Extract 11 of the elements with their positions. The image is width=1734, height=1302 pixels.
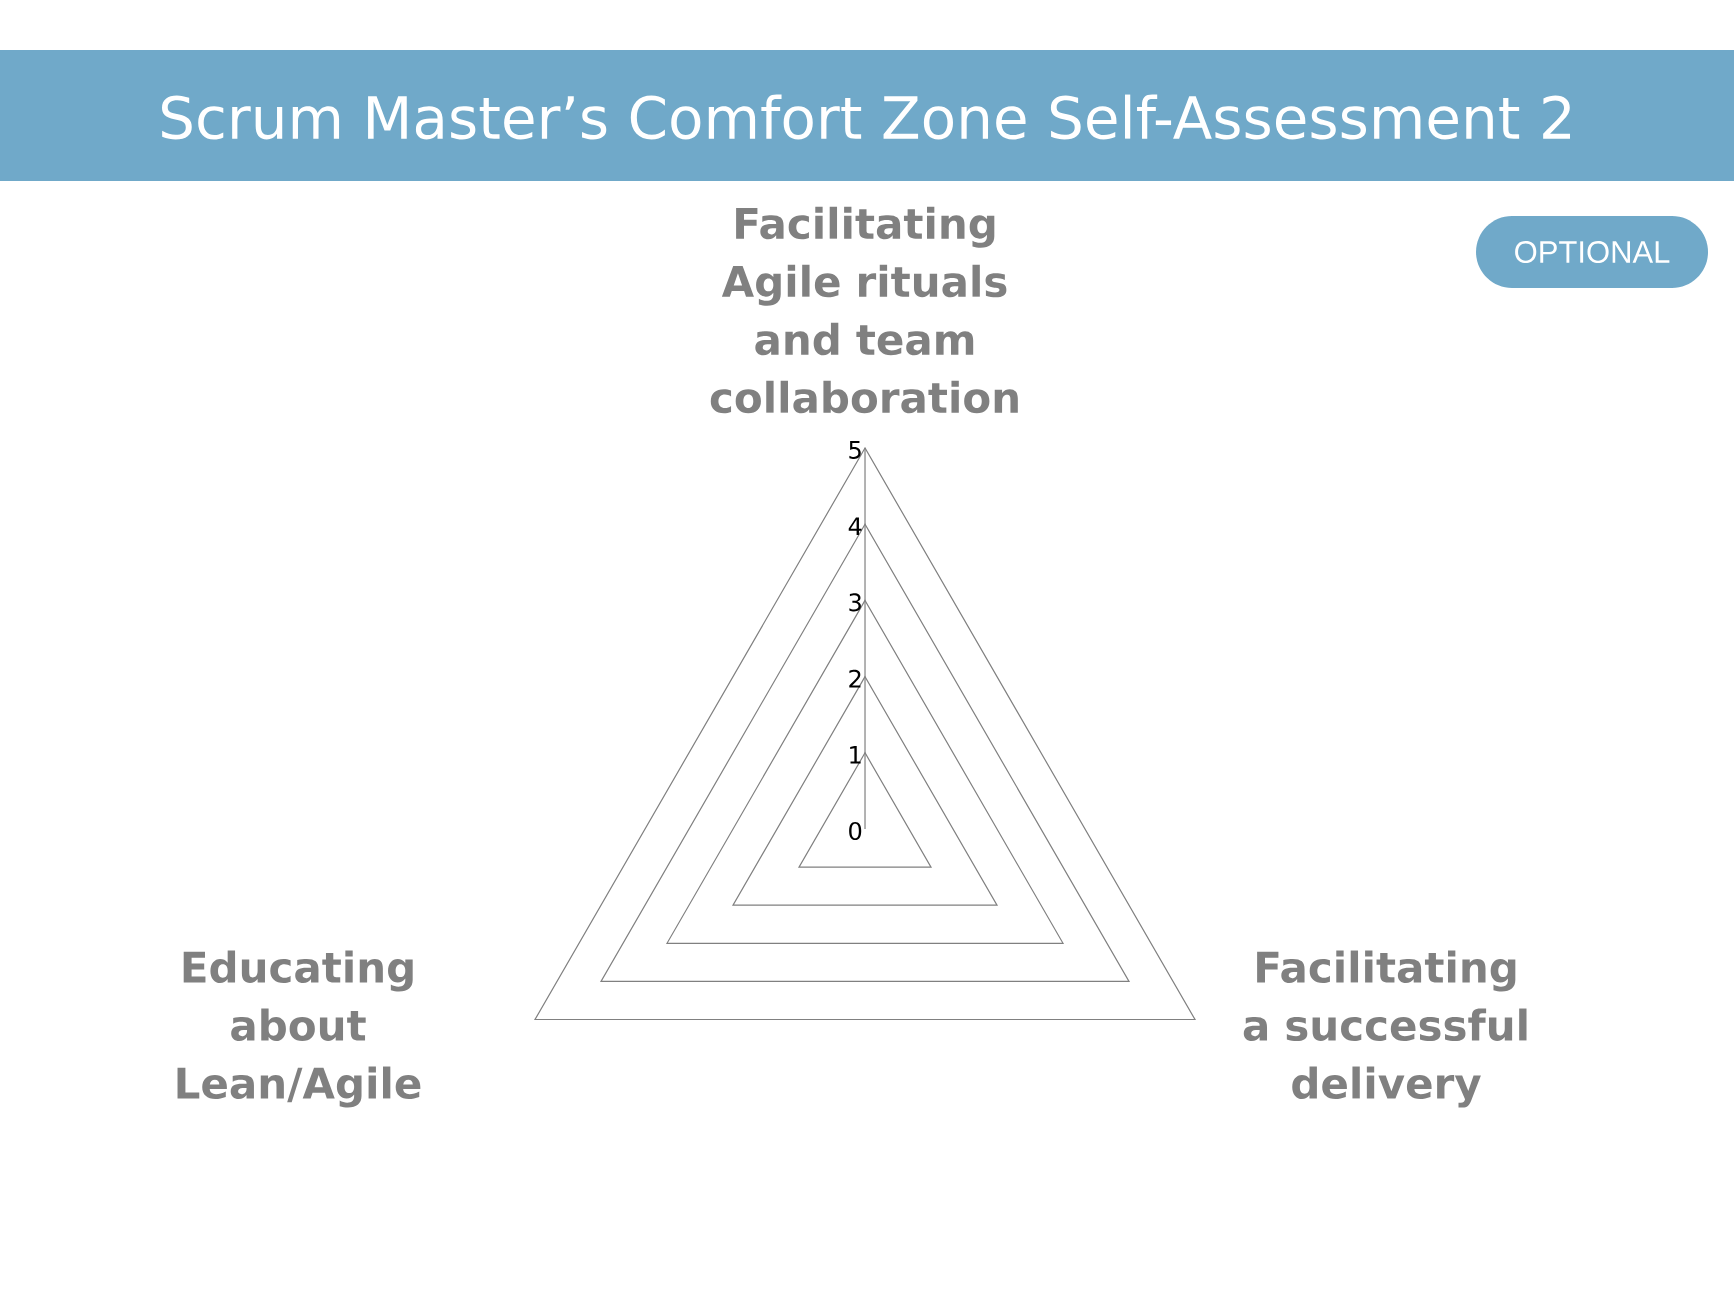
tick-label: 3 bbox=[849, 593, 861, 612]
tick-label: 0 bbox=[849, 821, 862, 841]
axis-label: Educating about Lean/Agile bbox=[177, 950, 421, 1108]
tick-label: 1 bbox=[850, 746, 861, 764]
tick-label: 2 bbox=[849, 669, 861, 688]
title-bar: Scrum Master’s Comfort Zone Self-Assessment 2 bbox=[0, 50, 1734, 181]
tick-label: 5 bbox=[849, 441, 861, 459]
axis-label: Facilitating Agile rituals and team collaboration bbox=[710, 206, 1018, 414]
optional-badge: OPTIONAL bbox=[1476, 216, 1708, 288]
tick-label: 4 bbox=[848, 517, 862, 535]
axis-label: Facilitating a successful delivery bbox=[1243, 950, 1527, 1108]
